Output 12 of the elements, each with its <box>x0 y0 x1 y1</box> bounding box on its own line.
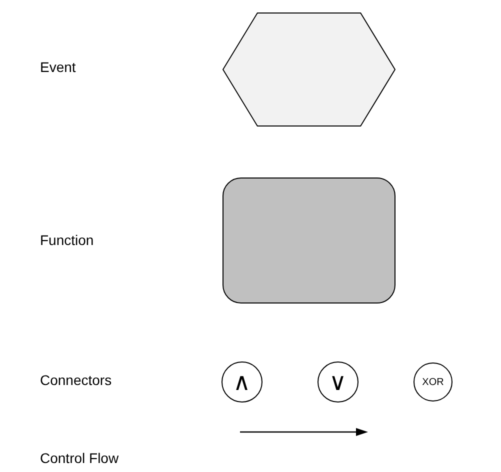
connector-symbol: ∨ <box>329 368 347 396</box>
function-label: Function <box>40 232 94 248</box>
event-hexagon <box>223 13 395 126</box>
connector-symbol: XOR <box>422 376 444 388</box>
and-connector <box>222 362 262 402</box>
or-connector <box>318 362 358 402</box>
connectors-label: Connectors <box>40 372 112 388</box>
connector-symbol: ∧ <box>233 368 251 396</box>
xor-connector <box>414 363 452 401</box>
event-label: Event <box>40 59 76 75</box>
control-flow-label: Control Flow <box>40 450 119 466</box>
function-box <box>223 178 395 303</box>
